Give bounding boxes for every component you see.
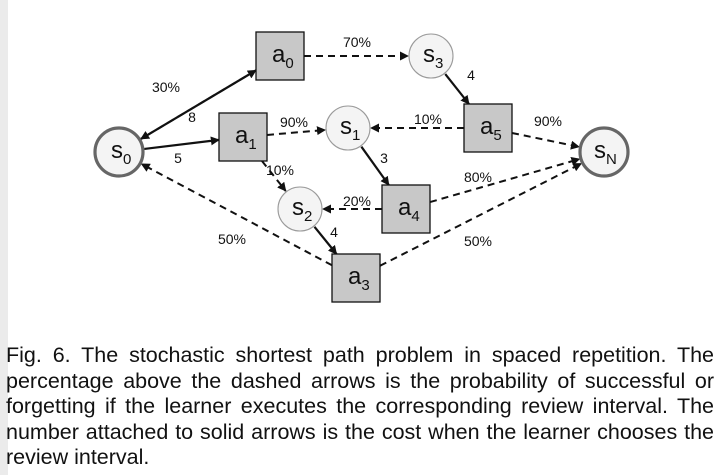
node-label: s1 (340, 113, 360, 144)
node-label-subscript: 3 (435, 55, 443, 72)
edge-label-a5-to-s1: 10% (414, 111, 442, 127)
edge-labels-layer: 8 5 30% 70% 4 10% 90% 90% 10% 3 20% 80% 4 50% 50% (152, 34, 562, 249)
terminal-state-circle (578, 126, 630, 178)
edge-label-a3-to-sN: 50% (464, 233, 492, 249)
state-node-circle (277, 186, 323, 232)
action-node-box (463, 103, 513, 153)
node-a0: a0 (255, 31, 305, 81)
edge-label-s3-to-a5: 4 (467, 67, 475, 83)
node-label: s3 (423, 41, 443, 72)
node-label-subscript: 0 (285, 55, 293, 72)
node-label-base: s (292, 194, 304, 221)
edge-label-a0-to-s3: 70% (343, 34, 371, 50)
page-edge-strip (0, 0, 8, 475)
edge-s0-to-a1 (144, 136, 220, 151)
node-label-subscript: 2 (304, 208, 312, 225)
node-sN: sN (578, 126, 630, 178)
edge-a0-to-s0 (140, 69, 257, 140)
node-label-subscript: 4 (411, 208, 419, 225)
edge-s1-to-a4 (360, 146, 390, 186)
edge-s2-to-a3 (313, 226, 338, 255)
action-node-box (331, 253, 381, 303)
node-label-base: s (594, 137, 606, 164)
node-label-base: a (235, 122, 249, 149)
edge-label-a0-to-s0: 30% (152, 79, 180, 95)
node-label-base: s (423, 41, 435, 68)
edge-a4-to-sN (429, 156, 581, 204)
node-label-subscript: 0 (123, 151, 131, 168)
state-node-circle (325, 105, 371, 151)
edge-label-a5-to-sN: 90% (534, 113, 562, 129)
edges-layer (140, 51, 583, 267)
node-label-subscript: 3 (361, 277, 369, 294)
edge-label-s0-to-a0: 8 (188, 109, 196, 125)
edge-label-s0-to-a1: 5 (174, 150, 182, 166)
node-label: s0 (111, 137, 131, 168)
node-label-base: a (398, 194, 412, 221)
node-label-base: a (272, 41, 286, 68)
node-label-base: a (348, 263, 362, 290)
edge-label-a4-to-s2: 20% (343, 193, 371, 209)
edge-label-a1-to-s2: 10% (266, 162, 294, 178)
node-label: s2 (292, 194, 312, 225)
figure-caption: Fig. 6. The stochastic shortest path pro… (6, 343, 714, 469)
edge-label-s1-to-a4: 3 (380, 150, 388, 166)
edge-a3-to-sN (379, 162, 583, 267)
edge-label-a1-to-s1: 90% (280, 114, 308, 130)
edge-label-a4-to-sN: 80% (464, 169, 492, 185)
node-label: a1 (235, 122, 257, 153)
node-label-subscript: 5 (493, 127, 501, 144)
edge-label-s2-to-a3: 4 (330, 224, 338, 240)
node-s0: s0 (93, 126, 145, 178)
edge-s3-to-a5 (444, 73, 470, 105)
node-label: a0 (272, 41, 294, 72)
action-node-box (381, 184, 431, 234)
node-label: a4 (398, 194, 420, 225)
node-a1: a1 (218, 112, 268, 162)
terminal-state-circle (93, 126, 145, 178)
edge-label-a3-to-s0: 50% (218, 231, 246, 247)
node-a5: a5 (463, 103, 513, 153)
node-label: a5 (480, 113, 502, 144)
node-label-subscript: N (606, 151, 617, 168)
state-node-circle (408, 33, 454, 79)
node-s3: s3 (408, 33, 454, 79)
edge-a1-to-s2 (261, 160, 287, 192)
node-a4: a4 (381, 184, 431, 234)
node-label-subscript: 1 (248, 136, 256, 153)
action-node-box (255, 31, 305, 81)
action-node-box (218, 112, 268, 162)
node-label-subscript: 1 (352, 127, 360, 144)
node-label: a3 (348, 263, 370, 294)
node-a3: a3 (331, 253, 381, 303)
node-s1: s1 (325, 105, 371, 151)
node-s2: s2 (277, 186, 323, 232)
node-label-base: a (480, 113, 494, 140)
node-label-base: s (111, 137, 123, 164)
node-label: sN (594, 137, 617, 168)
edge-a5-to-sN (511, 131, 580, 150)
node-label-base: s (340, 113, 352, 140)
edge-a1-to-s1 (266, 126, 326, 136)
